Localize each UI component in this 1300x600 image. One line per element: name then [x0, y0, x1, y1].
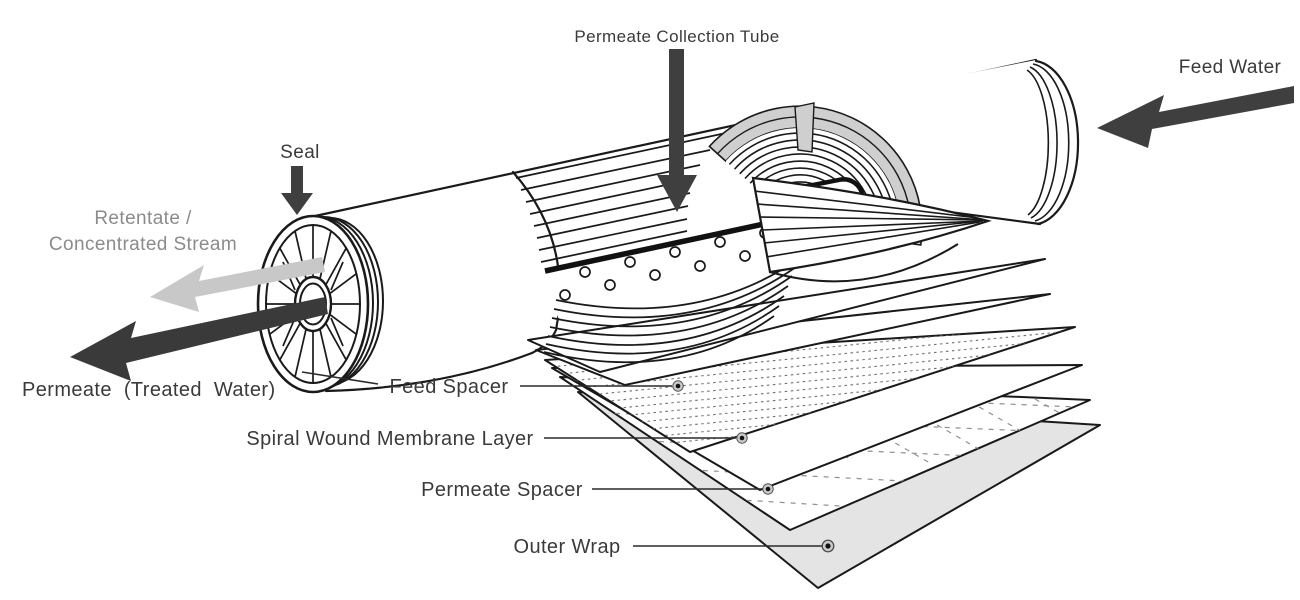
permeate-collection-tube-label: Permeate Collection Tube — [574, 27, 779, 46]
outer-wrap-label: Outer Wrap — [514, 536, 621, 558]
retentate-label-line2: Concentrated Stream — [49, 234, 237, 255]
permeate-spacer-label: Permeate Spacer — [421, 479, 583, 501]
flow-arrows — [70, 49, 1294, 381]
labels: Permeate Collection Tube Feed Water Seal… — [22, 27, 1282, 558]
unwinding-layer-curves — [543, 257, 801, 364]
permeate-arrow — [70, 297, 328, 381]
feed-spacer-label: Feed Spacer — [390, 376, 509, 398]
retentate-label-line1: Retentate / — [94, 208, 192, 229]
retentate-arrow — [150, 257, 325, 312]
membrane-layer-label: Spiral Wound Membrane Layer — [246, 428, 533, 450]
seal-arrow — [281, 166, 313, 215]
feed-water-arrow — [1097, 86, 1294, 148]
permeate-label: Permeate (Treated Water) — [22, 379, 276, 401]
feed-water-label: Feed Water — [1179, 57, 1282, 78]
permeate-collection-tube-arrow — [657, 49, 697, 212]
leader-lines — [301, 371, 835, 553]
seal-label: Seal — [280, 142, 320, 163]
leader-dots — [672, 380, 835, 553]
membrane-leaf — [751, 176, 992, 283]
